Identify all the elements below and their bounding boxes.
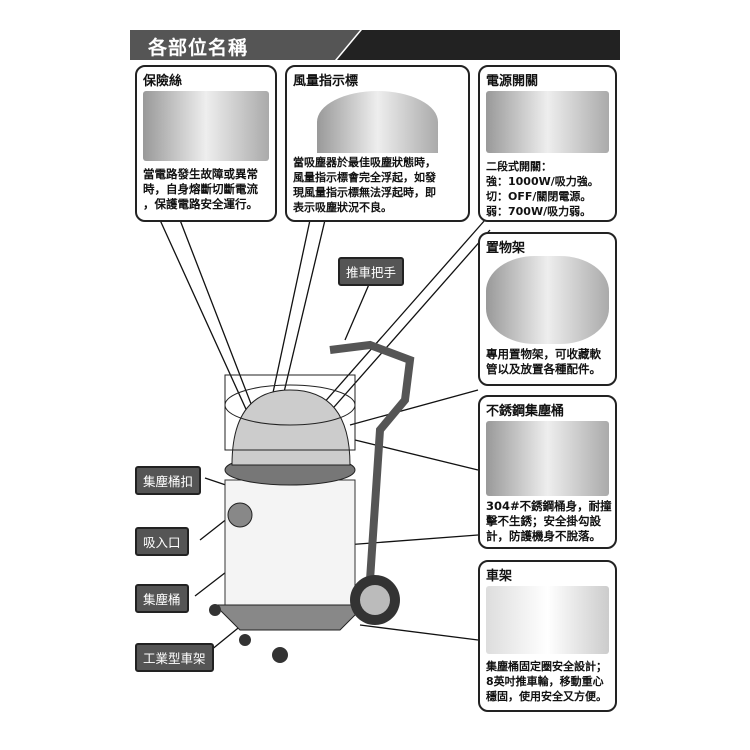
fuse-photo: [143, 91, 269, 161]
label-tank: 集塵桶: [135, 584, 189, 613]
label-inlet: 吸入口: [135, 527, 189, 556]
panel-fuse: 保險絲 當電路發生故障或異常 時，自身熔斷切斷電流 ，保護電路安全運行。: [135, 65, 277, 222]
panel-power-switch: 電源開關 二段式開關： 強：1000W/吸力強。 切：OFF/關閉電源。 弱：7…: [478, 65, 617, 222]
section-title: 各部位名稱: [148, 37, 249, 59]
label-frame: 工業型車架: [135, 643, 214, 672]
switch-photo: [486, 91, 609, 153]
panel-steel-tank: 不銹鋼集塵桶 304#不銹鋼桶身，耐撞 擊不生銹；安全掛勾設 計，防護機身不脫落…: [478, 395, 617, 549]
panel-airflow-indicator: 風量指示標 當吸塵器於最佳吸塵狀態時， 風量指示標會完全浮起，如發 現風量指示標…: [285, 65, 470, 222]
panel-desc: 當吸塵器於最佳吸塵狀態時， 風量指示標會完全浮起，如發 現風量指示標無法浮起時，…: [293, 156, 436, 214]
section-header: 各部位名稱: [130, 30, 620, 60]
panel-title: 置物架: [486, 241, 526, 256]
rack-photo: [486, 256, 609, 344]
panel-title: 車架: [486, 569, 513, 584]
panel-title: 不銹鋼集塵桶: [486, 404, 565, 419]
panel-desc: 304#不銹鋼桶身，耐撞 擊不生銹；安全掛勾設 計，防護機身不脫落。: [486, 499, 612, 543]
panel-title: 風量指示標: [293, 74, 359, 89]
panel-desc: 當電路發生故障或異常 時，自身熔斷切斷電流 ，保護電路安全運行。: [143, 167, 258, 211]
panel-desc: 二段式開關： 強：1000W/吸力強。 切：OFF/關閉電源。 弱：700W/吸…: [486, 160, 599, 218]
tank-photo: [486, 421, 609, 496]
panel-storage-rack: 置物架 專用置物架，可收藏軟 管以及放置各種配件。: [478, 232, 617, 386]
panel-title: 電源開關: [486, 74, 539, 89]
frame-photo: [486, 586, 609, 654]
panel-desc: 專用置物架，可收藏軟 管以及放置各種配件。: [486, 347, 601, 376]
panel-desc: 集塵桶固定圈安全設計； 8英吋推車輪，移動重心 穩固，使用安全又方便。: [486, 660, 607, 703]
panel-title: 保險絲: [143, 74, 183, 89]
panel-cart-frame: 車架 集塵桶固定圈安全設計； 8英吋推車輪，移動重心 穩固，使用安全又方便。: [478, 560, 617, 712]
label-handle: 推車把手: [338, 257, 405, 286]
label-latch: 集塵桶扣: [135, 466, 202, 495]
indicator-photo: [317, 91, 438, 153]
